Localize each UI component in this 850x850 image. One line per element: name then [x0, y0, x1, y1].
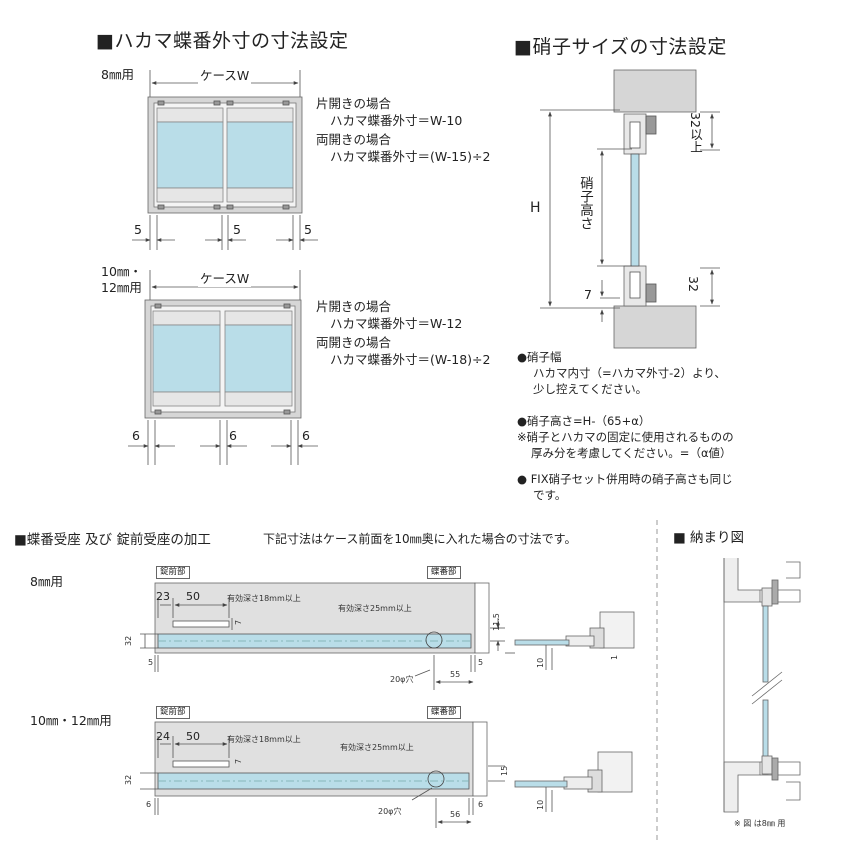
- depth-18-label: 有効深さ18mm以上: [227, 594, 301, 603]
- dimension-right-2: 6: [302, 428, 310, 443]
- dim-50-2: 50: [186, 730, 200, 743]
- dimension-seven: 7: [584, 287, 592, 302]
- machining-subtitle: 下記寸法はケース前面を10㎜奥に入れた場合の寸法です。: [263, 532, 577, 546]
- glass-size-diagram: [540, 69, 720, 349]
- note-glass-height-2: 厚み分を考慮してください。=（α値）: [531, 446, 732, 460]
- note-glass-width-1: ハカマ内寸（=ハカマ外寸-2）より、: [533, 366, 726, 380]
- case-diagram-8mm: [132, 70, 318, 250]
- dim-6-left: 6: [146, 800, 152, 809]
- depth-25-label-2: 有効深さ25mm以上: [340, 743, 414, 752]
- dim-1: 1: [610, 654, 619, 660]
- machining-title: ■蝶番受座 及び 錠前受座の加工: [14, 532, 211, 548]
- dim-7: 7: [234, 619, 243, 625]
- note-glass-width-2: 少し控えてください。: [533, 382, 648, 396]
- note-fix-glass-2: です。: [533, 488, 567, 502]
- hinge-part-tag: 蝶番部: [427, 566, 461, 579]
- double-open-label-2: 両開きの場合: [316, 335, 392, 350]
- hole-20-label-2: 20φ穴: [378, 807, 402, 816]
- note-fix-glass-1: ● FIX硝子セット併用時の硝子高さも同じ: [517, 472, 733, 486]
- depth-18-label-2: 有効深さ18mm以上: [227, 735, 301, 744]
- hole-20-label: 20φ穴: [390, 675, 414, 684]
- dimension-center-2: 6: [229, 428, 237, 443]
- dimension-bottom-32: 32: [686, 276, 701, 292]
- dimension-center: 5: [233, 222, 241, 237]
- fit-diagram: [723, 558, 801, 813]
- machining-size-12mm: 10㎜・12㎜用: [30, 713, 112, 728]
- lock-part-tag-2: 錠前部: [156, 706, 190, 719]
- depth-25-label: 有効深さ25mm以上: [338, 604, 412, 613]
- hinge-title: ■ハカマ蝶番外寸の寸法設定: [96, 30, 349, 52]
- dimension-left: 5: [134, 222, 142, 237]
- case-w-label-2: ケースW: [198, 270, 252, 287]
- single-open-label-2: 片開きの場合: [316, 299, 392, 314]
- note-glass-height-1: ※硝子とハカマの固定に使用されるものの: [517, 430, 734, 444]
- dim-5-left: 5: [148, 658, 154, 667]
- machining-diagram-12mm: [140, 721, 633, 828]
- dim-11-5: 11.5: [492, 613, 501, 631]
- dimension-left-2: 6: [132, 428, 140, 443]
- dimension-top-32: 32以上: [688, 112, 703, 153]
- dim-10-2: 10: [536, 799, 545, 810]
- single-open-formula: ハカマ蝶番外寸＝W-10: [330, 113, 463, 128]
- machining-size-8mm: 8㎜用: [30, 574, 63, 589]
- dim-10: 10: [536, 657, 545, 668]
- double-open-formula: ハカマ蝶番外寸＝(W-15)÷2: [330, 149, 491, 164]
- single-open-label: 片開きの場合: [316, 96, 392, 111]
- height-H-label: H: [530, 200, 541, 216]
- fit-note: ※ 図 は8㎜ 用: [734, 819, 786, 828]
- single-open-formula-2: ハカマ蝶番外寸＝W-12: [330, 316, 463, 331]
- size-label-10mm: 10㎜・: [101, 264, 142, 279]
- double-open-formula-2: ハカマ蝶番外寸＝(W-18)÷2: [330, 352, 491, 367]
- dim-32-2: 32: [124, 774, 133, 785]
- dim-50: 50: [186, 590, 200, 603]
- case-w-label: ケースW: [198, 67, 252, 84]
- dim-55: 55: [450, 670, 461, 679]
- glass-height-label: 硝子高さ: [577, 176, 593, 230]
- dim-6-right: 6: [478, 800, 484, 809]
- fit-title: ■ 納まり図: [673, 530, 745, 546]
- dim-32: 32: [124, 635, 133, 646]
- dim-7-2: 7: [234, 758, 243, 764]
- double-open-label: 両開きの場合: [316, 132, 392, 147]
- note-glass-height-head: ●硝子高さ=H-（65+α）: [517, 414, 651, 428]
- size-label-8mm: 8㎜用: [101, 67, 134, 82]
- dim-24: 24: [156, 730, 170, 743]
- glass-title: ■硝子サイズの寸法設定: [514, 36, 727, 58]
- size-label-12mm: 12㎜用: [101, 280, 142, 295]
- case-diagram-12mm: [128, 270, 318, 465]
- note-glass-width-head: ●硝子幅: [517, 350, 562, 364]
- hinge-part-tag-2: 蝶番部: [427, 706, 461, 719]
- dim-56: 56: [450, 810, 461, 819]
- dim-15: 15: [500, 765, 509, 776]
- lock-part-tag: 錠前部: [156, 566, 190, 579]
- dim-5-right: 5: [478, 658, 484, 667]
- machining-diagram-8mm: [140, 582, 635, 690]
- dim-23: 23: [156, 590, 170, 603]
- dimension-right: 5: [304, 222, 312, 237]
